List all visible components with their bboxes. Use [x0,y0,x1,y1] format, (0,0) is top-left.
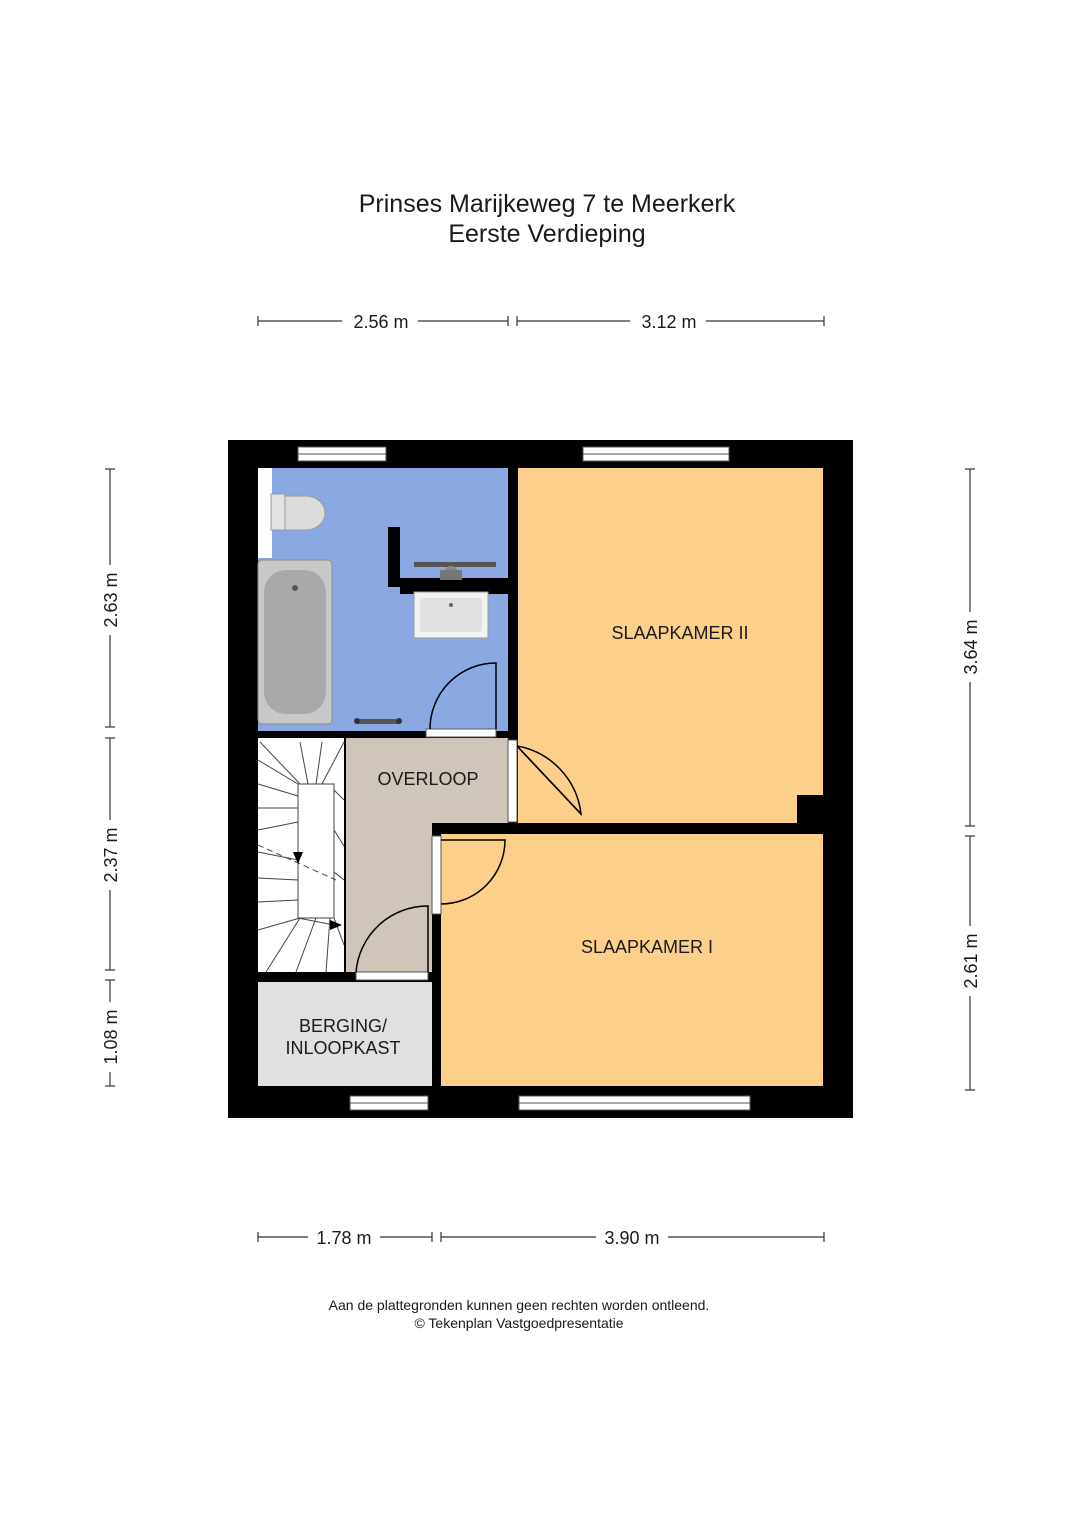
room-label-slaapkamer-1: SLAAPKAMER I [581,937,713,957]
storage-door [355,905,429,973]
towel-radiator [354,718,402,724]
dimension-lines [105,316,975,1242]
bedroom-2-door-frame [507,739,518,823]
dimension-bottom-left: 1.78 m [316,1228,371,1248]
bedroom-1-door [440,839,506,905]
dimension-right-bottom: 2.61 m [961,933,981,988]
door-swings [355,662,583,973]
room-label-berging: BERGING/ [299,1016,387,1036]
dimension-right-top: 3.64 m [961,619,981,674]
bathroom-door [429,662,497,730]
stair-arrows [293,852,342,930]
dimension-left-top: 2.63 m [101,572,121,627]
bedroom-2-door [516,745,583,817]
room-label-slaapkamer-2: SLAAPKAMER II [611,623,748,643]
staircase [257,741,345,973]
bedroom-2-floor [518,468,823,823]
storage-door-frame [355,971,429,981]
bedroom-1-door-frame [431,835,442,915]
toilet [270,493,326,531]
shower-wall [388,527,400,587]
windows [297,446,751,1111]
landing-floor [346,738,508,972]
plan-address: Prinses Marijkeweg 7 te Meerkerk [358,190,736,218]
bedroom-1-floor [441,834,823,1086]
sink [413,591,489,639]
copyright-text: © Tekenplan Vastgoedpresentatie [414,1315,624,1331]
dimension-left-middle: 2.37 m [101,827,121,882]
storage-floor [258,982,432,1086]
dimension-left-bottom: 1.08 m [101,1009,121,1064]
shower-wall-return [388,578,508,586]
dimension-top-right: 3.12 m [641,312,696,332]
dimension-bottom-right: 3.90 m [604,1228,659,1248]
disclaimer-text: Aan de plattegronden kunnen geen rechten… [328,1297,710,1313]
shower-fixture [414,562,496,580]
toilet-niche [258,468,272,558]
room-label-inloopkast: INLOOPKAST [285,1038,400,1058]
room-label-overloop: OVERLOOP [377,769,478,789]
bathroom-door-frame [425,728,497,738]
dimension-top-left: 2.56 m [353,312,408,332]
bathtub [257,559,333,725]
plan-floor-name: Eerste Verdieping [448,220,646,248]
